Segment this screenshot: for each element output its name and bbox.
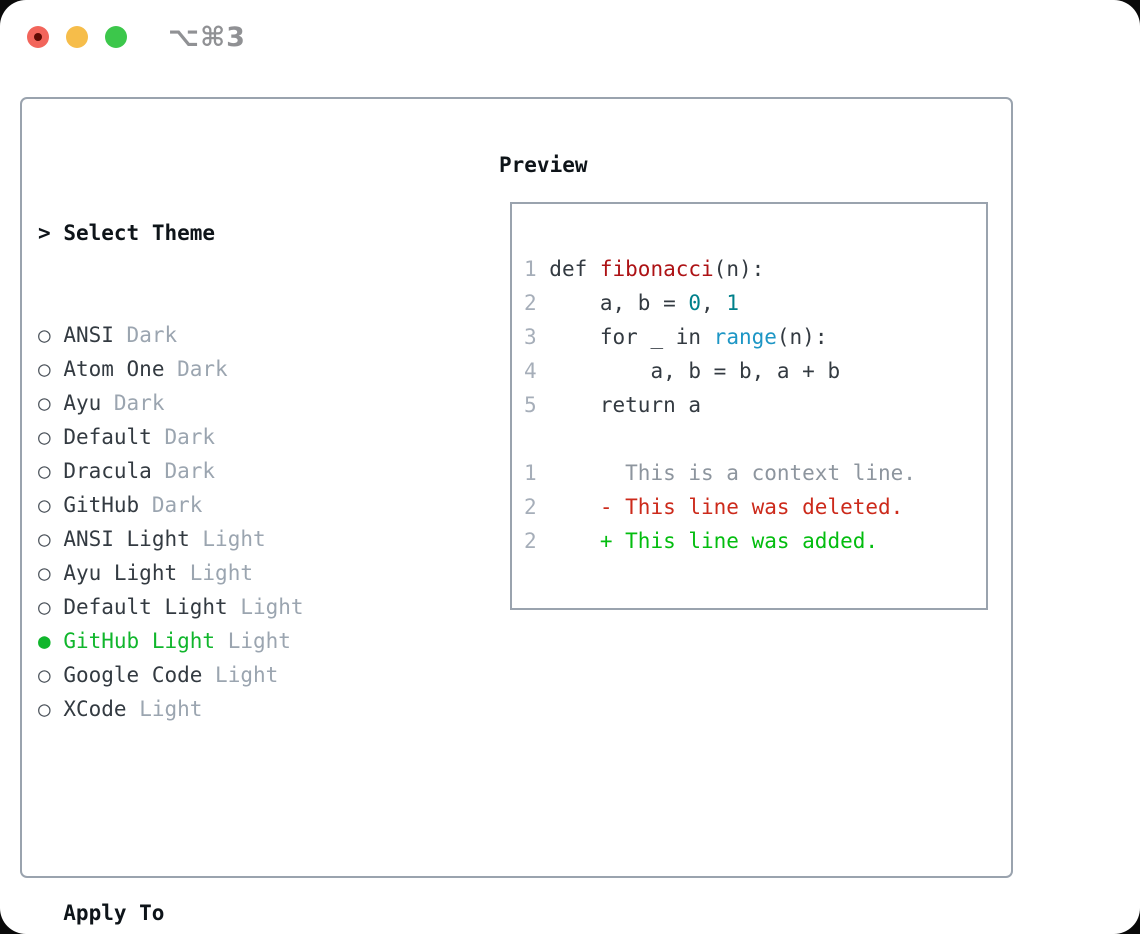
option-label: Atom One	[63, 357, 165, 381]
code-line	[524, 422, 916, 456]
theme-variant-tag: Dark	[126, 323, 178, 347]
select-theme-header: > Select Theme	[38, 216, 392, 250]
code-segment-fg: a, b =	[536, 291, 689, 315]
line-number: 2	[524, 495, 537, 519]
option-label: ANSI	[63, 323, 114, 347]
theme-variant-tag: Light	[240, 595, 304, 619]
code-segment-add: + This line was added.	[536, 529, 879, 553]
code-line: 2 a, b = 0, 1	[524, 286, 916, 320]
radio-unselected-icon: ○	[38, 425, 51, 449]
option-label: Default	[63, 425, 152, 449]
zoom-button[interactable]	[105, 26, 127, 48]
code-line: 3 for _ in range(n):	[524, 320, 916, 354]
theme-variant-tag: Dark	[164, 459, 216, 483]
minimize-button[interactable]	[66, 26, 88, 48]
theme-list: ○ ANSI Dark○ Atom One Dark○ Ayu Dark○ De…	[38, 318, 392, 726]
line-number: 5	[524, 393, 537, 417]
option-label: Ayu	[63, 391, 102, 415]
option-label: ANSI Light	[63, 527, 190, 551]
code-line: 4 a, b = b, a + b	[524, 354, 916, 388]
option-label: GitHub Light	[63, 629, 216, 653]
line-number: 1	[524, 461, 537, 485]
code-line: 1 def fibonacci(n):	[524, 252, 916, 286]
code-line: 2 - This line was deleted.	[524, 490, 916, 524]
option-label: Ayu Light	[63, 561, 178, 585]
code-segment-builtin: range	[713, 325, 777, 349]
theme-variant-tag: Light	[139, 697, 203, 721]
code-segment-fg: for _ in	[536, 325, 714, 349]
apply-to-header: Apply To	[63, 901, 165, 925]
theme-variant-tag: Light	[215, 663, 279, 687]
theme-variant-tag: Light	[202, 527, 266, 551]
line-number: 1	[524, 257, 537, 281]
radio-unselected-icon: ○	[38, 527, 51, 551]
theme-option[interactable]: ○ XCode Light	[38, 692, 392, 726]
code-segment-fg: (n):	[713, 257, 765, 281]
option-label: Dracula	[63, 459, 152, 483]
theme-option[interactable]: ○ Atom One Dark	[38, 352, 392, 386]
code-segment-fg: return a	[536, 393, 702, 417]
theme-option[interactable]: ○ GitHub Dark	[38, 488, 392, 522]
theme-variant-tag: Light	[227, 629, 291, 653]
theme-variant-tag: Dark	[113, 391, 165, 415]
preview-header-label: Preview	[499, 153, 588, 177]
theme-option[interactable]: ● GitHub Light Light	[38, 624, 392, 658]
radio-selected-icon: ●	[38, 629, 51, 653]
theme-option[interactable]: ○ ANSI Dark	[38, 318, 392, 352]
radio-unselected-icon: ○	[38, 697, 51, 721]
theme-variant-tag: Light	[189, 561, 253, 585]
spacer	[38, 794, 392, 828]
option-label: Default Light	[63, 595, 228, 619]
code-segment-fg: (n):	[776, 325, 828, 349]
titlebar: ⌥⌘3	[0, 0, 1140, 72]
radio-unselected-icon: ○	[38, 561, 51, 585]
theme-option[interactable]: ○ Default Dark	[38, 420, 392, 454]
code-segment-fg: a, b = b, a + b	[536, 359, 841, 383]
theme-picker-left-column: > Select Theme ○ ANSI Dark○ Atom One Dar…	[38, 148, 392, 934]
theme-option[interactable]: ○ Dracula Dark	[38, 454, 392, 488]
code-line: 2 + This line was added.	[524, 524, 916, 558]
theme-option[interactable]: ○ Google Code Light	[38, 658, 392, 692]
theme-variant-tag: Dark	[164, 425, 216, 449]
radio-unselected-icon: ○	[38, 391, 51, 415]
record-dot	[34, 33, 42, 41]
theme-option[interactable]: ○ ANSI Light Light	[38, 522, 392, 556]
code-line: 1 This is a context line.	[524, 456, 916, 490]
select-theme-header-label: Select Theme	[63, 221, 216, 245]
window-title: ⌥⌘3	[168, 22, 246, 53]
line-number: 3	[524, 325, 537, 349]
radio-unselected-icon: ○	[38, 663, 51, 687]
line-number: 2	[524, 529, 537, 553]
code-segment-num: 1	[726, 291, 739, 315]
code-line: 5 return a	[524, 388, 916, 422]
code-segment-func: fibonacci	[599, 257, 714, 281]
close-button[interactable]	[27, 26, 49, 48]
theme-picker-panel: > Select Theme ○ ANSI Dark○ Atom One Dar…	[20, 97, 1013, 925]
code-segment-ctx: This is a context line.	[536, 461, 916, 485]
theme-variant-tag: Dark	[151, 493, 203, 517]
radio-unselected-icon: ○	[38, 493, 51, 517]
code-segment-del: - This line was deleted.	[536, 495, 904, 519]
code-segment-fg: ,	[701, 291, 727, 315]
prompt-icon: >	[38, 221, 51, 245]
radio-unselected-icon: ○	[38, 323, 51, 347]
option-label: XCode	[63, 697, 127, 721]
line-number: 4	[524, 359, 537, 383]
theme-variant-tag: Dark	[177, 357, 228, 381]
code-segment-num: 0	[688, 291, 702, 315]
radio-unselected-icon: ○	[38, 357, 51, 381]
line-number: 2	[524, 291, 537, 315]
theme-option[interactable]: ○ Ayu Light Light	[38, 556, 392, 590]
theme-option[interactable]: ○ Ayu Dark	[38, 386, 392, 420]
code-segment-fg: def	[536, 257, 600, 281]
option-label: GitHub	[63, 493, 140, 517]
radio-unselected-icon: ○	[38, 459, 51, 483]
theme-option[interactable]: ○ Default Light Light	[38, 590, 392, 624]
radio-unselected-icon: ○	[38, 595, 51, 619]
option-label: Google Code	[63, 663, 203, 687]
